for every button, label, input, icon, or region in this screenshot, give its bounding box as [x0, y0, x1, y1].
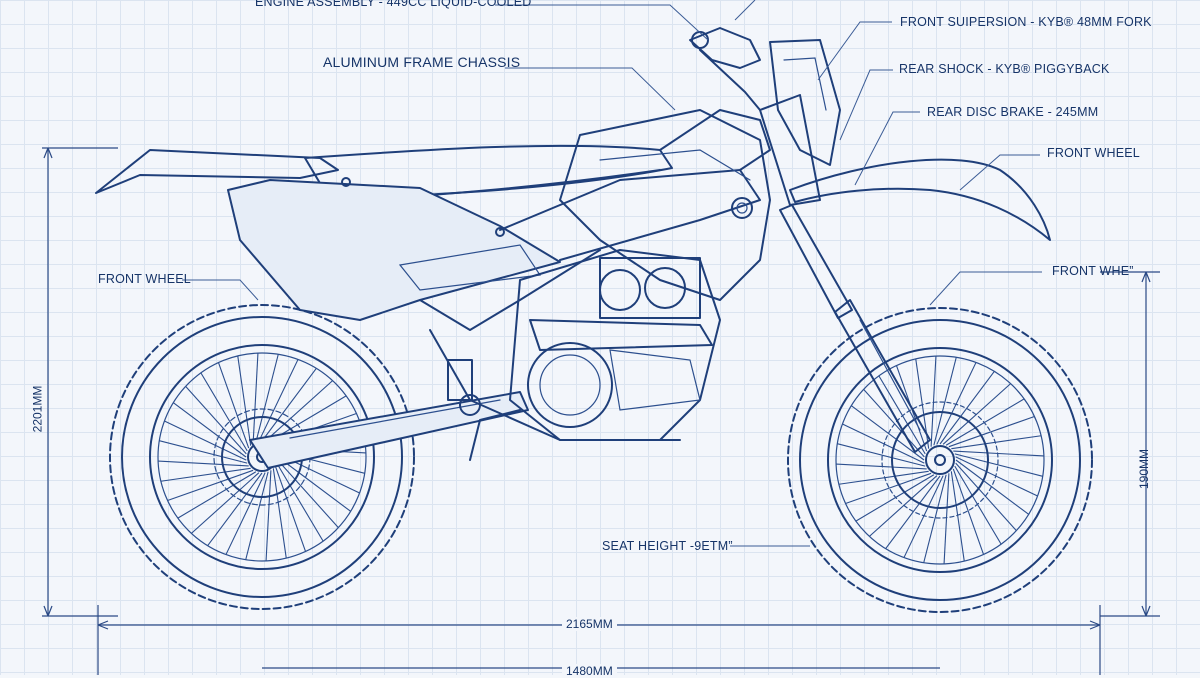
spoke: [955, 456, 1038, 497]
spoke: [903, 475, 944, 558]
spoke: [953, 450, 1044, 457]
label-seat-height: SEAT HEIGHT -9ETM”: [602, 539, 733, 553]
spoke: [164, 420, 247, 461]
spoke: [217, 362, 250, 449]
spoke: [167, 469, 254, 502]
spoke: [952, 468, 985, 555]
spoke: [936, 362, 977, 445]
spoke: [158, 460, 249, 467]
spoke: [950, 471, 965, 562]
spoke: [837, 443, 926, 467]
label-front-wheel-top: FRONT WHEEL: [1047, 146, 1140, 160]
dim-front-height: 190MM: [1137, 448, 1152, 490]
label-rear-disc-brake: REAR DISC BRAKE - 245MM: [927, 105, 1099, 119]
spoke: [955, 462, 1017, 531]
label-front-wheel-right: FRONT WHE”: [1052, 264, 1134, 278]
spoke: [265, 470, 272, 561]
spoke: [869, 475, 938, 537]
spoke: [185, 386, 247, 455]
fuel-tank-shroud: [559, 109, 771, 301]
spoke: [939, 371, 995, 445]
spoke: [954, 453, 1043, 477]
spoke: [159, 440, 248, 464]
spoke: [277, 456, 351, 512]
spoke: [836, 463, 927, 470]
spoke: [945, 398, 1025, 446]
spoke: [863, 389, 925, 458]
spoke: [191, 472, 260, 534]
dim-wheelbase: 1480MM: [562, 664, 617, 678]
spoke: [173, 402, 247, 458]
front-wheel: [787, 307, 1093, 613]
spoke: [277, 459, 339, 528]
dim-overall-length: 2165MM: [562, 617, 617, 631]
spoke: [948, 415, 1035, 448]
swingarm: [249, 391, 529, 469]
spoke: [845, 472, 932, 505]
spoke: [842, 423, 925, 464]
spoke: [258, 359, 299, 442]
spoke: [933, 357, 957, 446]
spoke: [955, 459, 1029, 515]
label-front-suspension: FRONT SUIPERSION - KYB® 48MM FORK: [900, 15, 1152, 29]
spoke: [838, 470, 929, 485]
spoke: [160, 467, 251, 482]
spoke: [951, 435, 1042, 450]
dimension-lines: [42, 147, 1160, 675]
spoke: [225, 472, 266, 555]
spoke: [245, 471, 269, 560]
spoke: [943, 473, 950, 564]
spoke: [264, 380, 333, 442]
spoke: [207, 472, 263, 546]
label-aluminum-frame: ALUMINUM FRAME CHASSIS: [323, 54, 521, 70]
leader-lines: [182, 0, 1042, 547]
label-engine-assembly: ENGINE ASSEMBLY - 449cc LIQUID-COOLED: [255, 0, 532, 9]
spoke: [276, 462, 324, 542]
spoke: [954, 465, 1002, 545]
spoke: [237, 355, 252, 446]
spoke: [274, 465, 307, 552]
spoke: [878, 375, 926, 455]
spoke: [930, 356, 937, 447]
spoke: [255, 354, 279, 443]
label-rear-shock: REAR SHOCK - KYB® PIGGYBACK: [899, 62, 1110, 76]
engine: [447, 249, 721, 461]
spoke: [200, 372, 248, 452]
dim-overall-height: 2201MM: [30, 385, 45, 433]
spoke: [923, 474, 947, 563]
spoke: [261, 368, 317, 442]
spoke: [272, 468, 287, 559]
spoke: [177, 471, 257, 519]
spoke: [252, 353, 259, 444]
spoke: [851, 405, 925, 461]
label-front-wheel-left: FRONT WHEEL: [98, 272, 191, 286]
spoke: [885, 475, 941, 549]
spoke: [942, 383, 1011, 445]
spoke: [855, 474, 935, 522]
tail-and-seat: [95, 144, 673, 321]
front-end: [689, 27, 1051, 453]
